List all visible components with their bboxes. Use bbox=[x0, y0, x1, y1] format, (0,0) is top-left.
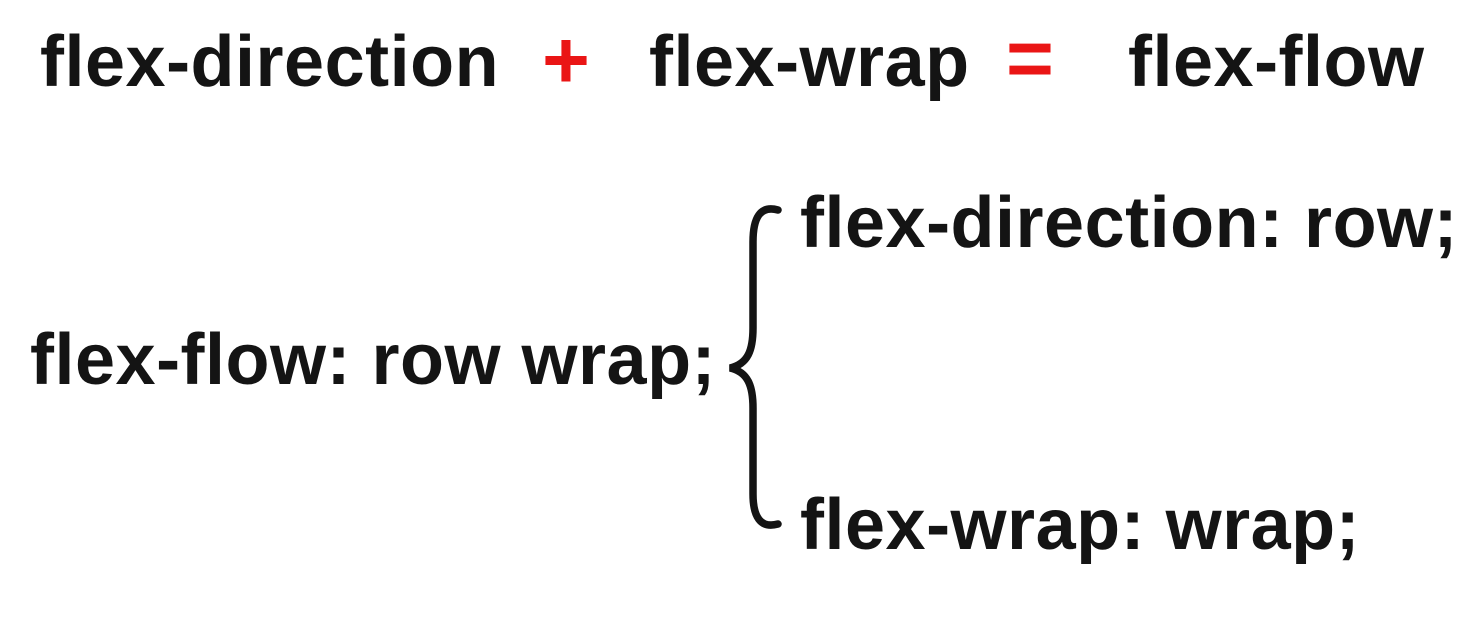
longhand-flex-direction: flex-direction: row; bbox=[800, 183, 1459, 263]
plus-operator: + bbox=[542, 15, 590, 106]
equals-operator: = bbox=[1006, 13, 1054, 104]
equation-term-flex-direction: flex-direction bbox=[40, 22, 500, 102]
curly-brace-icon bbox=[728, 205, 782, 529]
equation-term-flex-wrap: flex-wrap bbox=[649, 22, 970, 102]
equation-result-flex-flow: flex-flow bbox=[1128, 22, 1425, 102]
shorthand-declaration: flex-flow: row wrap; bbox=[30, 320, 717, 400]
longhand-flex-wrap: flex-wrap: wrap; bbox=[800, 485, 1361, 565]
